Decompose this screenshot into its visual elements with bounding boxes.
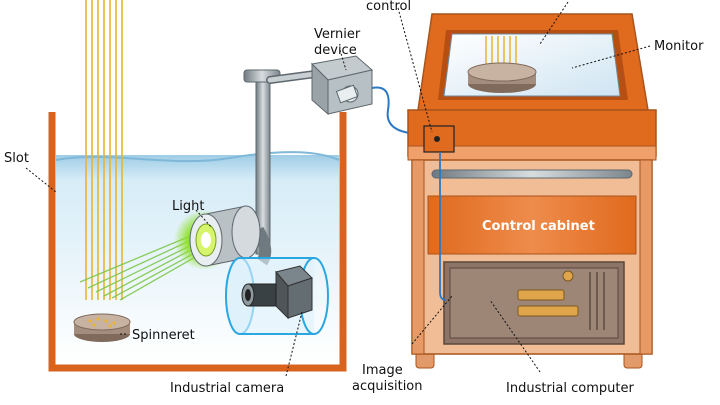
tank-wall [48,112,347,372]
leader-lines [25,1,651,377]
control-cabinet [407,13,657,369]
label-control-cabinet: Control cabinet [482,219,595,234]
label-image-acquisition-line1: Image [362,363,403,378]
label-slot: Slot [4,151,29,166]
monitor-image [467,36,537,93]
label-image-acquisition-line2: acquisition [352,379,423,394]
label-industrial-computer: Industrial computer [506,381,634,396]
fiber-bundle [85,0,123,300]
spinneret [73,313,131,342]
label-vernier-line1: Vernier [314,27,361,42]
acquisition-cable [439,152,447,301]
light-unit [174,205,261,270]
water-surface [55,151,340,163]
vernier-cable [371,86,425,135]
label-industrial-camera: Industrial camera [170,381,284,396]
labels: control Vernier device Monitor Slot Ligh… [4,0,704,396]
label-light: Light [172,199,204,214]
label-spinneret: Spinneret [132,328,195,343]
vernier-device [310,55,374,116]
industrial-camera [225,257,329,335]
label-control: control [366,0,411,14]
label-vernier-line2: device [314,43,357,58]
label-monitor: Monitor [654,39,704,54]
